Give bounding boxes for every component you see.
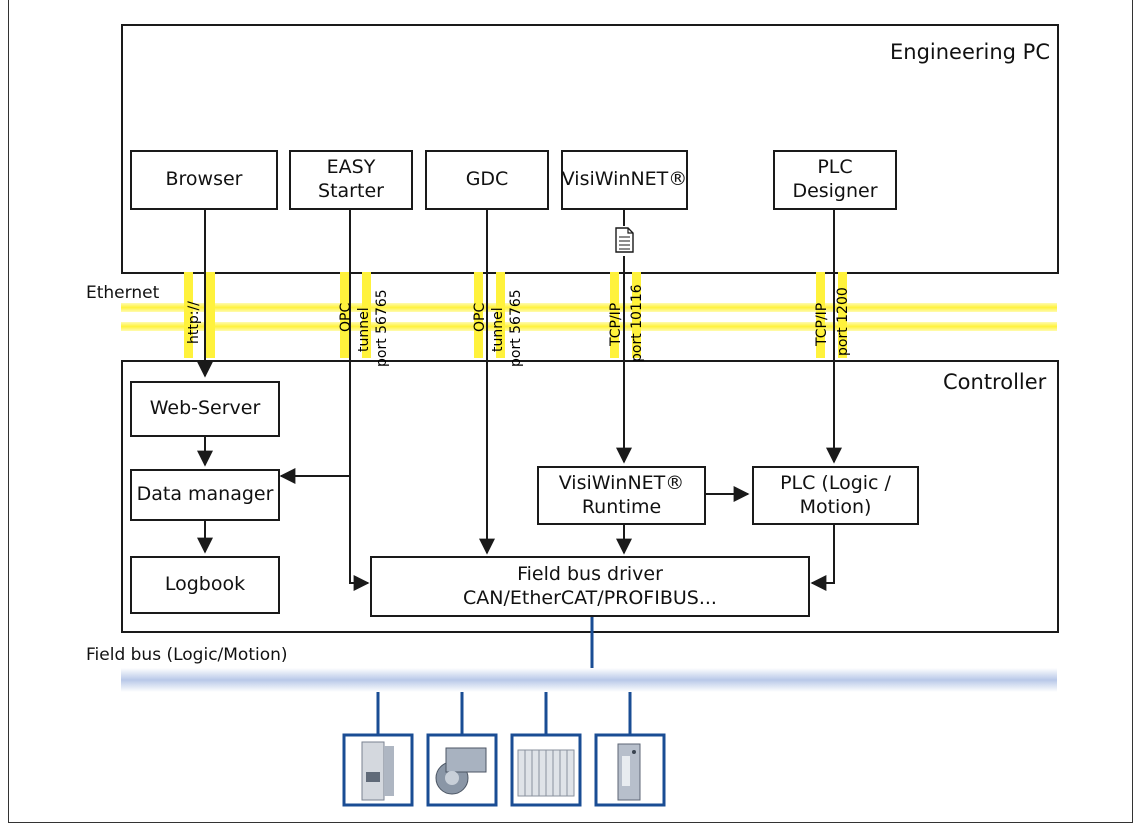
ethernet-label-browser: http:// [186, 301, 202, 344]
gdc-box: GDC [425, 150, 549, 210]
fieldbus-driver-title: Field bus driver [517, 562, 663, 585]
easy-starter-box: EASY Starter [289, 150, 413, 210]
fieldbus-label: Field bus (Logic/Motion) [86, 645, 288, 665]
visiwinnet-runtime-box: VisiWinNET® Runtime [537, 466, 706, 525]
plc-box: PLC (Logic / Motion) [752, 466, 919, 525]
engineering-pc-label: Engineering PC [890, 40, 1051, 64]
logbook-box: Logbook [130, 556, 280, 614]
fieldbus-driver-protocols: CAN/EtherCAT/PROFIBUS... [463, 586, 717, 609]
browser-box: Browser [130, 150, 278, 210]
data-manager-box: Data manager [130, 469, 280, 521]
figure-border [8, 0, 1133, 823]
fieldbus-driver-box: Field bus driver CAN/EtherCAT/PROFIBUS..… [370, 556, 810, 617]
ethernet-label-easy-starter: OPC tunnel port 56765 [338, 289, 390, 367]
visiwinnet-box: VisiWinNET® [561, 150, 688, 210]
ethernet-label-gdc: OPC tunnel port 56765 [472, 289, 524, 367]
plc-designer-box: PLC Designer [773, 150, 897, 210]
ethernet-label-visiwinnet: TCP/IP port 10116 [608, 284, 645, 362]
web-server-box: Web-Server [130, 381, 280, 437]
controller-label: Controller [943, 370, 1047, 394]
ethernet-label: Ethernet [86, 283, 160, 303]
ethernet-label-plc-designer: TCP/IP port 1200 [814, 287, 851, 356]
engineering-pc-frame [121, 24, 1059, 274]
